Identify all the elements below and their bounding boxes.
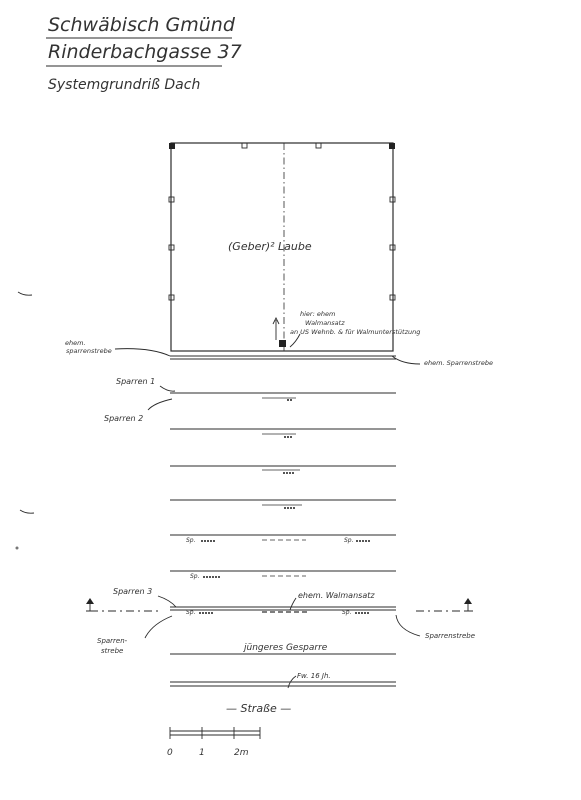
- walmansatz-label: ehem. Walmansatz: [298, 591, 375, 600]
- scale-tick-0: 0: [167, 748, 173, 758]
- sparren-1-leader: [159, 385, 176, 392]
- note-leader: [289, 333, 301, 348]
- section-arrow-right-icon: [464, 598, 472, 604]
- walm-arrow-head: [272, 316, 280, 325]
- sp-label-c-right: Sp.: [342, 609, 352, 616]
- right-sparrenstrebe-leader: [395, 614, 421, 637]
- right-strebe-leader: [391, 355, 421, 365]
- note-walmansatz: Walmansatz: [305, 319, 345, 327]
- left-strebe-line-2: sparrenstrebe: [66, 347, 112, 355]
- post-right-2: [389, 244, 396, 251]
- sparren-1-label: Sparren 1: [116, 377, 155, 386]
- left-sparrenstrebe-line-2: strebe: [101, 647, 123, 655]
- post-left-2: [168, 244, 175, 251]
- title-subtitle: Systemgrundriß Dach: [48, 77, 200, 93]
- post-right-3: [389, 294, 396, 301]
- younger-rafters-label: jüngeres Gesparre: [242, 643, 328, 653]
- post-top-2: [315, 142, 322, 149]
- section-arrow-left-icon: [86, 598, 94, 604]
- section-marker-left: [86, 603, 95, 612]
- title-city: Schwäbisch Gmünd: [48, 14, 236, 36]
- corner-post-nw: [169, 143, 175, 149]
- margin-mark-2: [19, 509, 35, 514]
- scale-tick-1: 1: [199, 748, 205, 758]
- scale-tick-2: 2m: [234, 748, 249, 758]
- scale-bar: [169, 727, 261, 739]
- right-strebe-label: ehem. Sparrenstrebe: [424, 359, 493, 367]
- right-sparrenstrebe-label: Sparrenstrebe: [425, 632, 475, 640]
- fw-leader: [287, 675, 297, 689]
- laube-label: (Geber)² Laube: [228, 240, 312, 253]
- note-hier: hier: ehem: [300, 310, 335, 318]
- walmansatz-leader: [289, 597, 297, 611]
- corner-post-ne: [389, 143, 395, 149]
- sp-label-a-left: Sp.: [186, 537, 196, 544]
- margin-mark-1: [17, 291, 33, 296]
- fw-label: Fw. 16 Jh.: [297, 672, 331, 680]
- rafter-marks: [262, 397, 308, 613]
- section-marker-right: [464, 603, 473, 612]
- margin-dot: [15, 546, 19, 550]
- sp-label-a-right: Sp.: [344, 537, 354, 544]
- post-right-1: [389, 196, 396, 203]
- sp-label-b-left: Sp.: [190, 573, 200, 580]
- left-strebe-leader: [114, 348, 171, 357]
- note-rahmen: an US Wehnb. & für Walmunterstützung: [290, 328, 420, 336]
- post-top-1: [241, 142, 248, 149]
- sparren-2-label: Sparren 2: [104, 414, 143, 423]
- left-sparrenstrebe-leader: [144, 615, 173, 639]
- rafter-small-squares: [199, 399, 370, 614]
- sparren-2-leader: [147, 398, 173, 411]
- walm-post: [279, 340, 286, 347]
- sp-label-c-left: Sp.: [186, 609, 196, 616]
- street-label: — Straße —: [226, 702, 291, 715]
- sparren-3-label: Sparren 3: [113, 587, 152, 596]
- left-strebe-line-1: ehem.: [65, 339, 86, 347]
- post-left-1: [168, 196, 175, 203]
- post-left-3: [168, 294, 175, 301]
- sparren-3-leader: [157, 595, 177, 608]
- title-street: Rinderbachgasse 37: [48, 41, 242, 63]
- left-sparrenstrebe-line-1: Sparren-: [97, 637, 128, 645]
